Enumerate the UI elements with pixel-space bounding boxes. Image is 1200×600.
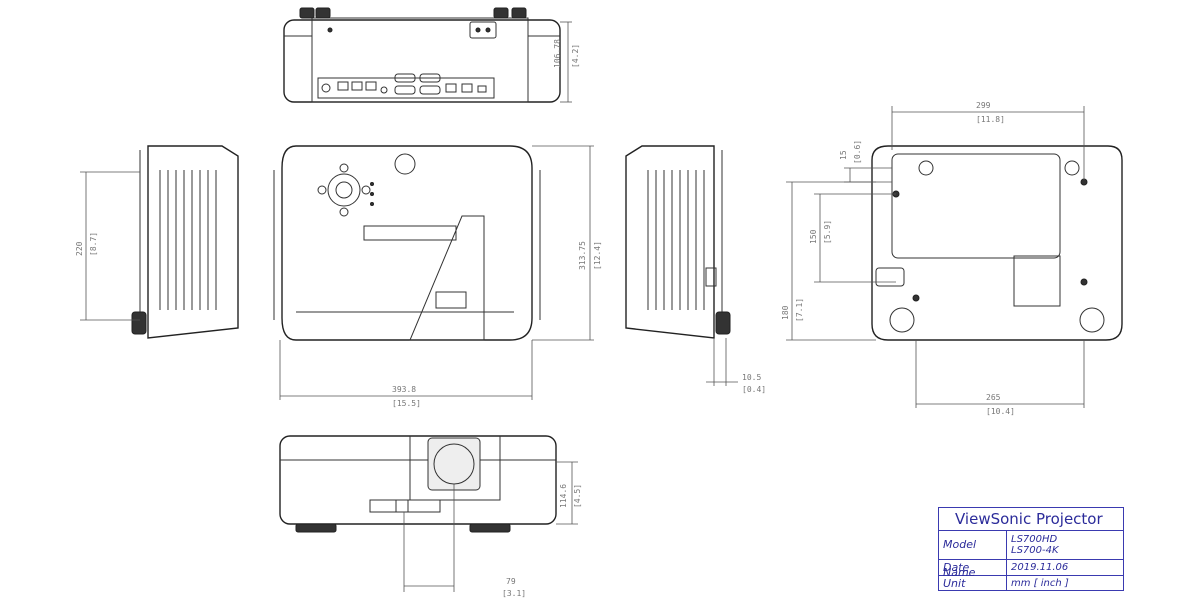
- lens-offset-dim: 79: [506, 577, 516, 586]
- side-height-dim-inch: [8.7]: [89, 232, 98, 256]
- title-block: ViewSonic Projector Model Name LS700HD L…: [938, 507, 1124, 591]
- date-label: Date: [939, 560, 1007, 575]
- side-height-dim: 220: [75, 241, 84, 256]
- rear-height-dim: 106.78: [553, 39, 562, 68]
- model-values: LS700HD LS700-4K: [1007, 531, 1059, 559]
- rear-view: [283, 7, 572, 103]
- foot-depth-dim-inch: [7.1]: [795, 298, 804, 322]
- model-2: LS700-4K: [1011, 545, 1059, 556]
- model-1: LS700HD: [1011, 534, 1058, 545]
- hole-span-dim-inch: [5.9]: [823, 220, 832, 244]
- date-row: Date 2019.11.06: [939, 560, 1123, 576]
- model-row: Model Name LS700HD LS700-4K: [939, 531, 1123, 579]
- hole-span-dim: 150: [809, 229, 818, 244]
- date-value: 2019.11.06: [1011, 562, 1069, 573]
- bottom-width-dim-inch: [11.8]: [976, 115, 1005, 124]
- front-height-dim-inch: [4.5]: [573, 484, 582, 508]
- foot-depth-dim: 180: [781, 305, 790, 320]
- front-height-dim: 114.6: [559, 484, 568, 508]
- hole-offset-dim: 15: [839, 150, 848, 160]
- foot-offset-dim: 10.5: [742, 373, 761, 382]
- rear-height-dim-inch: [4.2]: [571, 44, 580, 68]
- foot-offset-dim-inch: [0.4]: [742, 385, 766, 394]
- depth-dim: 313.75: [578, 241, 587, 270]
- title-block-title: ViewSonic Projector: [939, 508, 1123, 531]
- depth-dim-inch: [12.4]: [593, 241, 602, 270]
- model-label: Model Name: [939, 531, 1007, 579]
- left-side-view: [80, 145, 239, 339]
- width-dim: 393.8: [392, 385, 416, 394]
- foot-span-dim: 265: [986, 393, 1001, 402]
- hole-offset-dim-inch: [0.6]: [853, 140, 862, 164]
- bottom-width-dim: 299: [976, 101, 991, 110]
- width-dim-inch: [15.5]: [392, 399, 421, 408]
- right-side-view: [625, 145, 738, 386]
- unit-label: Unit: [939, 576, 1007, 591]
- unit-row: Unit mm [ inch ]: [939, 576, 1123, 591]
- unit-value: mm [ inch ]: [1011, 578, 1069, 589]
- foot-span-dim-inch: [10.4]: [986, 407, 1015, 416]
- lens-offset-dim-inch: [3.1]: [502, 589, 526, 598]
- top-view: [273, 145, 594, 400]
- bottom-view: [786, 106, 1123, 408]
- front-view: [279, 435, 578, 592]
